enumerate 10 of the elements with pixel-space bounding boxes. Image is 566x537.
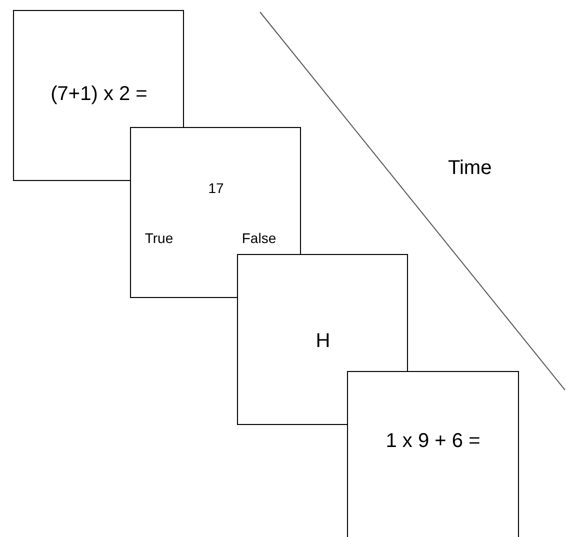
problem-screen bbox=[347, 371, 519, 537]
axis-label: Time bbox=[448, 157, 492, 180]
option-label: False bbox=[242, 230, 276, 246]
option-label: True bbox=[144, 230, 174, 246]
equation-text: 1 x 9 + 6 = bbox=[386, 430, 480, 453]
answer-screen bbox=[130, 127, 301, 298]
equation-text: (7+1) x 2 = bbox=[50, 83, 148, 106]
letter-text: H bbox=[316, 330, 330, 353]
number-text: 17 bbox=[208, 180, 224, 196]
problem-screen bbox=[13, 10, 184, 181]
